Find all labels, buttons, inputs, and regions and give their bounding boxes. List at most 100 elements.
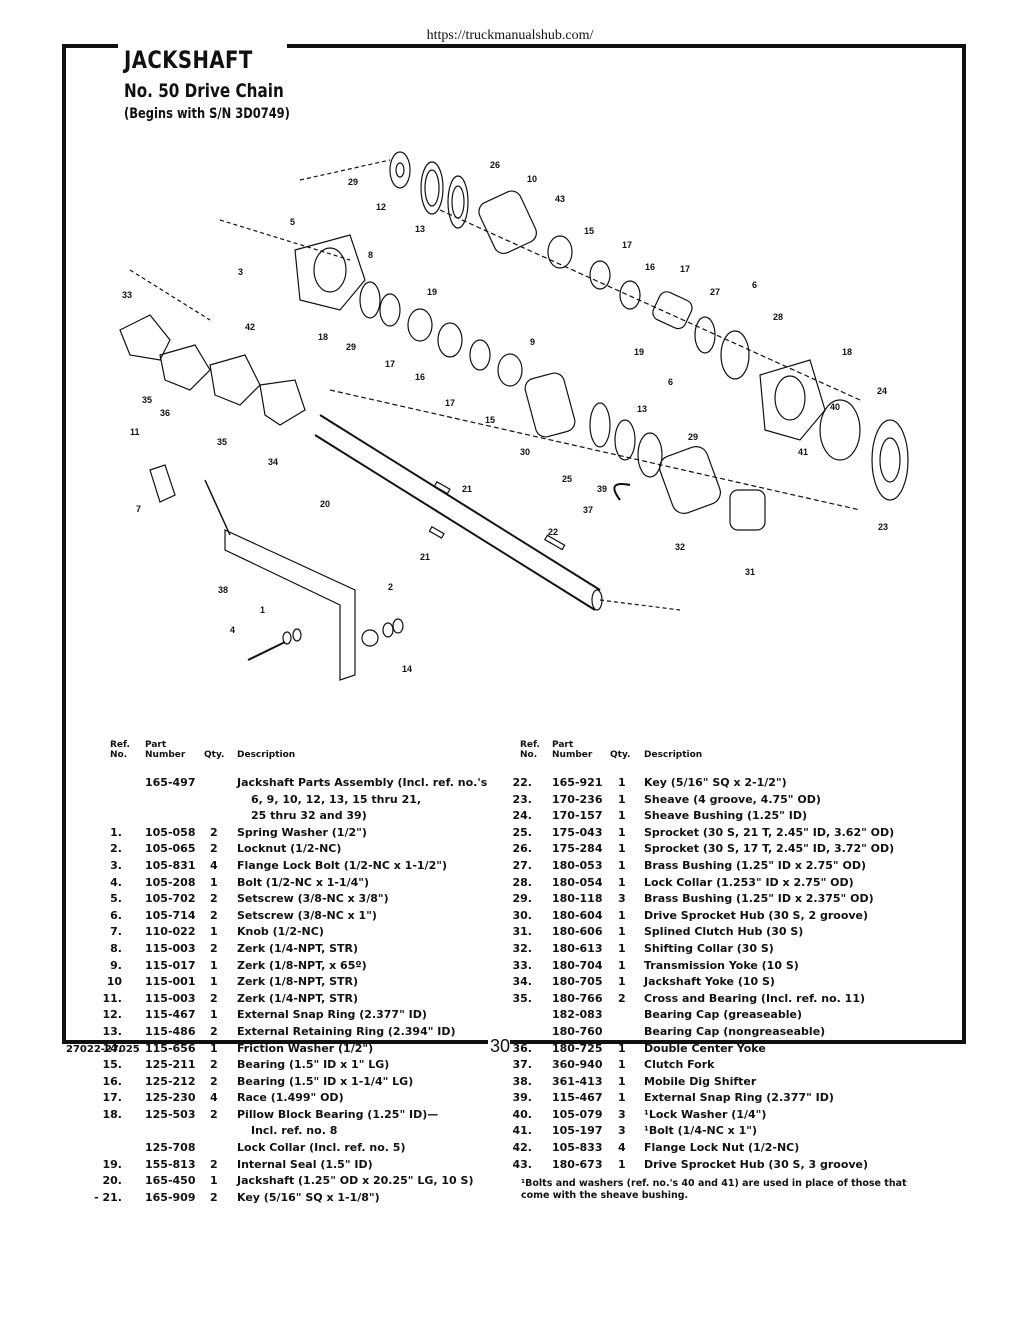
cell-qty: 1 <box>618 941 626 955</box>
cell-desc: Lock Collar (Incl. ref. no. 5) <box>237 1141 406 1155</box>
cell-part: 180-704 <box>552 958 603 972</box>
callout-label: 35 <box>217 437 227 447</box>
callout-label: 17 <box>445 398 455 408</box>
callout-label: 23 <box>878 522 888 532</box>
cell-ref: 23. <box>512 792 533 806</box>
callout-label: 11 <box>130 427 140 437</box>
pillow-block-bore-right <box>774 375 806 421</box>
cell-qty: 1 <box>618 842 626 856</box>
race-shape <box>589 260 611 290</box>
cell-desc: ¹Bolt (1/4-NC x 1") <box>644 1124 757 1138</box>
lock-collar-ring <box>694 316 716 354</box>
cell-part: 175-043 <box>552 825 603 839</box>
cell-desc: Flange Lock Bolt (1/2-NC x 1-1/2") <box>237 858 447 872</box>
cell-part: 361-413 <box>552 1074 603 1088</box>
cell-qty: 2 <box>210 1024 218 1038</box>
cell-part: 105-079 <box>552 1107 603 1121</box>
cell-desc: Bearing (1.5" ID x 1-1/4" LG) <box>237 1074 414 1088</box>
jackshaft-bottom-edge <box>314 434 596 611</box>
frame-bottom-border <box>62 1040 488 1044</box>
callout-label: 29 <box>348 177 358 187</box>
cell-desc: Setscrew (3/8-NC x 1") <box>237 908 377 922</box>
callout-label: 41 <box>798 447 808 457</box>
serial-note: (Begins with S/N 3D0749) <box>124 106 290 122</box>
sprocket-hub-mid <box>524 372 576 438</box>
cell-ref: 19. <box>102 1157 123 1171</box>
cell-qty: 4 <box>618 1141 626 1155</box>
callout-label: 29 <box>346 342 356 352</box>
cell-part: 175-284 <box>552 842 603 856</box>
cell-part: 115-017 <box>145 958 196 972</box>
cell-desc: Bearing (1.5" ID x 1" LG) <box>237 1058 390 1072</box>
cell-part: 105-702 <box>145 892 196 906</box>
cell-qty: 1 <box>210 875 218 889</box>
friction-washer-shape <box>389 151 411 189</box>
cell-qty: 2 <box>210 941 218 955</box>
callout-label: 14 <box>402 664 412 674</box>
callout-label: 4 <box>230 625 235 635</box>
callout-label: 39 <box>597 484 607 494</box>
cell-desc: Bearing Cap (greaseable) <box>644 1008 802 1022</box>
jackshaft-top-edge <box>319 414 601 591</box>
header-qty: Qty. <box>204 750 225 760</box>
table-row: 25 thru 32 and 39) <box>100 809 500 826</box>
exploded-parts-diagram: 26 10 29 12 43 13 15 17 5 8 16 17 3 27 6… <box>119 151 909 681</box>
cell-ref: 22. <box>512 776 533 789</box>
cell-desc: Bolt (1/2-NC x 1-1/4") <box>237 875 370 889</box>
cell-part: 110-022 <box>145 925 196 939</box>
cell-qty: 3 <box>618 1124 626 1138</box>
cell-desc: Locknut (1/2-NC) <box>237 842 342 856</box>
cell-qty: 2 <box>210 1058 218 1072</box>
cell-qty: 1 <box>618 1074 626 1088</box>
cell-qty: 2 <box>210 991 218 1005</box>
cell-qty: 1 <box>618 908 626 922</box>
cell-qty: 1 <box>618 776 626 789</box>
cell-desc: Cross and Bearing (Incl. ref. no. 11) <box>644 991 865 1005</box>
cell-desc: Splined Clutch Hub (30 S) <box>644 925 804 939</box>
pillow-block-bore-left <box>313 247 347 293</box>
cell-part: 115-003 <box>145 991 196 1005</box>
mobile-dig-shifter-shape <box>224 529 356 681</box>
cell-ref: 6. <box>110 908 122 922</box>
shifter-rod <box>204 479 231 536</box>
header-part: Part Number <box>145 740 186 760</box>
pillow-block-right <box>759 359 826 441</box>
cell-part: 180-613 <box>552 941 603 955</box>
source-url[interactable]: https://truckmanualshub.com/ <box>426 28 594 43</box>
cell-ref: 20. <box>102 1174 123 1188</box>
cell-ref: 17. <box>102 1091 123 1105</box>
bushing-mid <box>379 293 401 327</box>
sprocket-mid <box>589 402 611 448</box>
axis-line <box>299 159 391 181</box>
cell-part: 165-921 <box>552 776 603 789</box>
cell-qty: 2 <box>210 825 218 839</box>
cell-part: 115-656 <box>145 1041 196 1055</box>
cell-qty: 1 <box>618 975 626 989</box>
frame-right-border <box>962 44 966 1040</box>
cell-qty: 1 <box>210 958 218 972</box>
cell-qty: 1 <box>618 958 626 972</box>
bearing-mid <box>437 322 463 358</box>
cell-part: 165-909 <box>145 1190 196 1204</box>
cell-qty: 1 <box>210 1041 218 1055</box>
callout-label: 1 <box>260 605 265 615</box>
frame-top-border <box>62 44 966 48</box>
snap-ring-mid <box>614 419 636 461</box>
callout-label: 31 <box>745 567 755 577</box>
cell-qty: 4 <box>210 858 218 872</box>
cell-ref: 37. <box>512 1058 533 1072</box>
